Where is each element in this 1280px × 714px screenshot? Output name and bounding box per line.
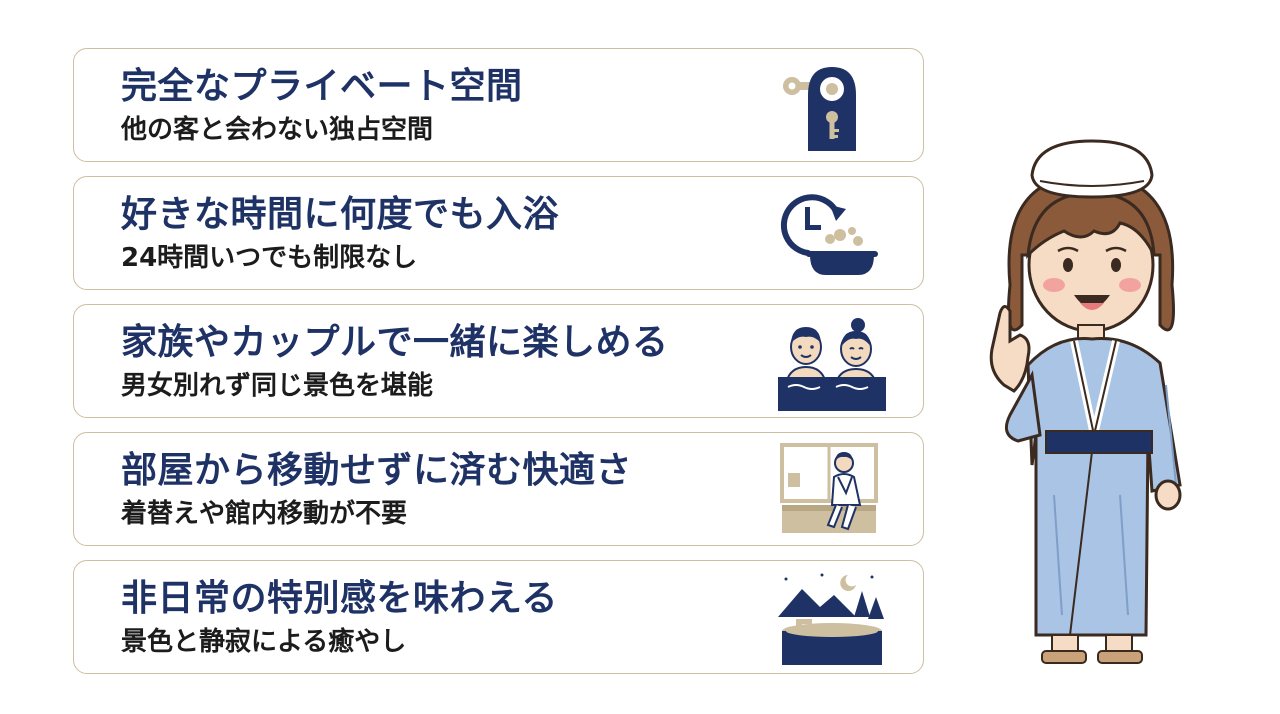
benefit-card-family-couple: 家族やカップルで一緒に楽しめる 男女別れず同じ景色を堪能 — [73, 304, 924, 418]
room-bath-icon — [776, 441, 888, 539]
benefit-card-anytime-bathing: 好きな時間に何度でも入浴 24時間いつでも制限なし — [73, 176, 924, 290]
benefit-card-special-experience: 非日常の特別感を味わえる 景色と静寂による癒やし — [73, 560, 924, 674]
benefit-subtitle: 他の客と会わない独占空間 — [121, 115, 434, 145]
benefit-title: 好きな時間に何度でも入浴 — [121, 194, 560, 235]
benefit-subtitle: 景色と静寂による癒やし — [121, 627, 407, 657]
benefit-title: 非日常の特別感を味わえる — [121, 578, 558, 619]
benefit-subtitle: 男女別れず同じ景色を堪能 — [121, 371, 434, 401]
benefit-card-private-space: 完全なプライベート空間 他の客と会わない独占空間 — [73, 48, 924, 162]
benefit-card-in-room-comfort: 部屋から移動せずに済む快適さ 着替えや館内移動が不要 — [73, 432, 924, 546]
benefit-title: 完全なプライベート空間 — [121, 66, 523, 107]
door-key-icon — [776, 57, 888, 155]
night-bath-icon — [776, 569, 888, 667]
benefit-title: 部屋から移動せずに済む快適さ — [121, 450, 633, 491]
benefit-title: 家族やカップルで一緒に楽しめる — [121, 322, 669, 363]
benefit-subtitle: 24時間いつでも制限なし — [121, 243, 418, 273]
clock-bath-icon — [776, 185, 888, 283]
couple-bath-icon — [776, 313, 888, 411]
yukata-woman-icon — [970, 135, 1210, 680]
benefit-subtitle: 着替えや館内移動が不要 — [121, 499, 408, 529]
